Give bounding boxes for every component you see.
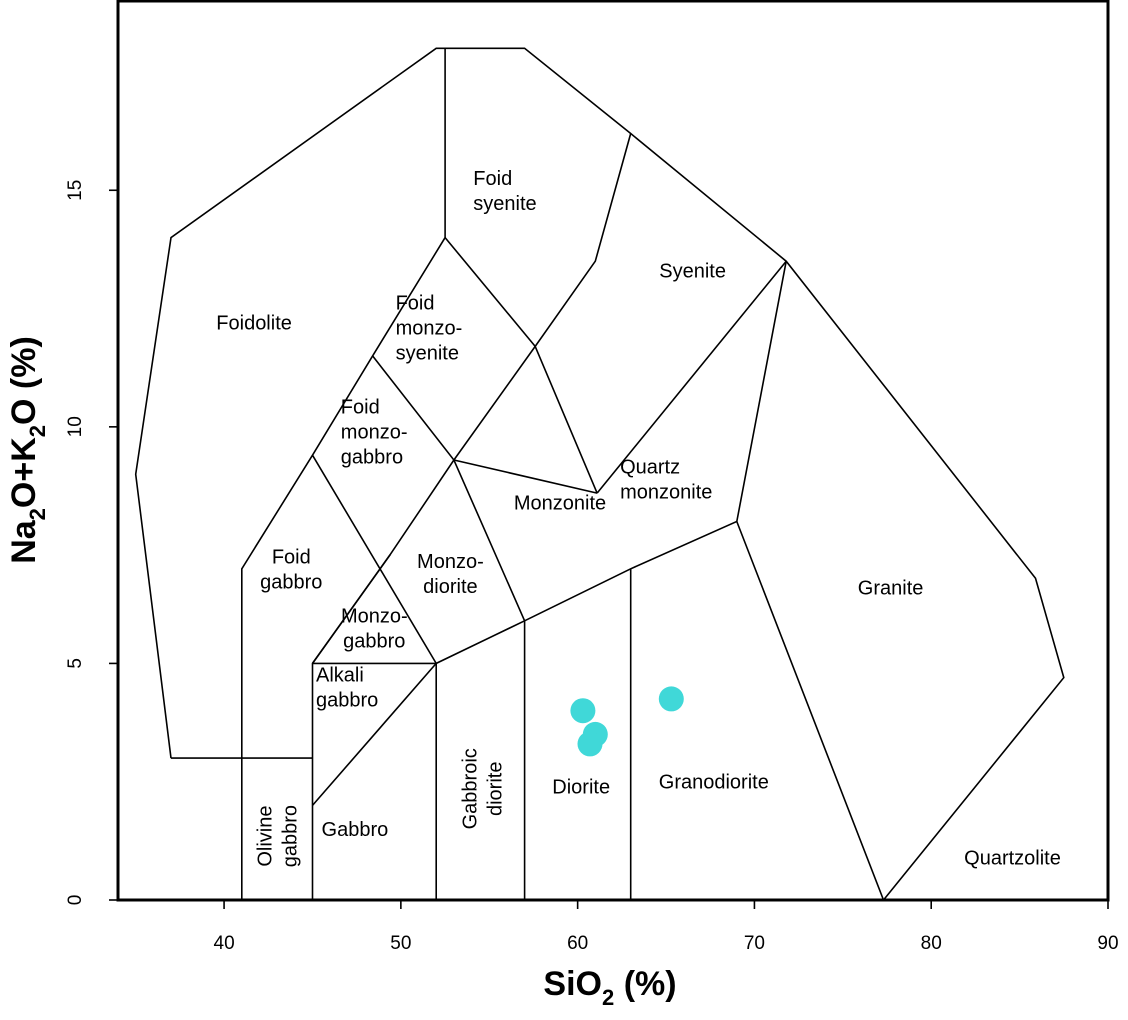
field-label-gabbro: Gabbro (322, 819, 389, 841)
field-label-monzo-gabbro: Monzo-gabbro (341, 605, 408, 652)
field-label-granite: Granite (858, 578, 924, 600)
x-tick-label-60: 60 (567, 933, 588, 954)
field-label-monzonite: Monzonite (514, 493, 606, 515)
field-boundary-16 (736, 521, 885, 901)
sample-point-3 (577, 731, 603, 757)
field-boundary-15 (311, 554, 391, 664)
field-boundary-13 (453, 459, 598, 494)
y-axis-title-subscript-b: 2 (25, 425, 50, 437)
y-tick-label-0: 0 (65, 895, 86, 906)
field-label-syenite: Syenite (659, 261, 726, 283)
field-boundary-9 (311, 454, 437, 664)
y-axis-title-part-b: O+K (5, 437, 43, 508)
x-tick-label-90: 90 (1097, 933, 1118, 954)
y-axis-title-part-a: Na (5, 519, 43, 564)
sample-point-1 (570, 698, 596, 724)
field-label-diorite: Diorite (552, 776, 610, 798)
x-axis-title-subscript: 2 (602, 985, 614, 1010)
field-boundary-12 (534, 346, 598, 494)
x-axis-title-tail: (%) (614, 965, 676, 1003)
field-boundary-0 (134, 47, 1065, 901)
y-axis-title-subscript-a: 2 (25, 508, 50, 520)
field-boundary-14 (596, 260, 787, 494)
x-tick-label-70: 70 (744, 933, 765, 954)
sample-point-4 (658, 686, 684, 712)
x-tick-label-40: 40 (214, 933, 235, 954)
axes: 40 50 60 70 80 90 0 5 10 15 (65, 180, 1119, 954)
x-axis-title-main: SiO (543, 965, 602, 1003)
field-label-monzo-diorite: Monzo-diorite (417, 551, 484, 598)
y-tick-label-5: 5 (65, 658, 86, 669)
field-boundary-2 (241, 48, 446, 900)
x-tick-label-80: 80 (921, 933, 942, 954)
y-tick-label-10: 10 (65, 416, 86, 437)
y-axis-title-part-c: O (%) (5, 336, 43, 425)
classification-field-boundaries (134, 47, 1065, 901)
y-axis-title: Na2O+K2O (%) (5, 336, 50, 564)
x-tick-label-50: 50 (390, 933, 411, 954)
field-boundary-10 (444, 237, 536, 347)
field-boundary-4 (312, 261, 787, 665)
sample-points (570, 686, 684, 757)
field-boundary-8 (311, 662, 437, 806)
plot-frame (116, 0, 1110, 902)
field-label-granodiorite: Granodiorite (659, 772, 769, 794)
y-tick-label-15: 15 (65, 180, 86, 201)
x-axis-title: SiO2 (%) (543, 965, 676, 1010)
field-label-foidolite: Foidolite (216, 313, 292, 335)
field-label-quartzolite: Quartzolite (964, 847, 1061, 869)
